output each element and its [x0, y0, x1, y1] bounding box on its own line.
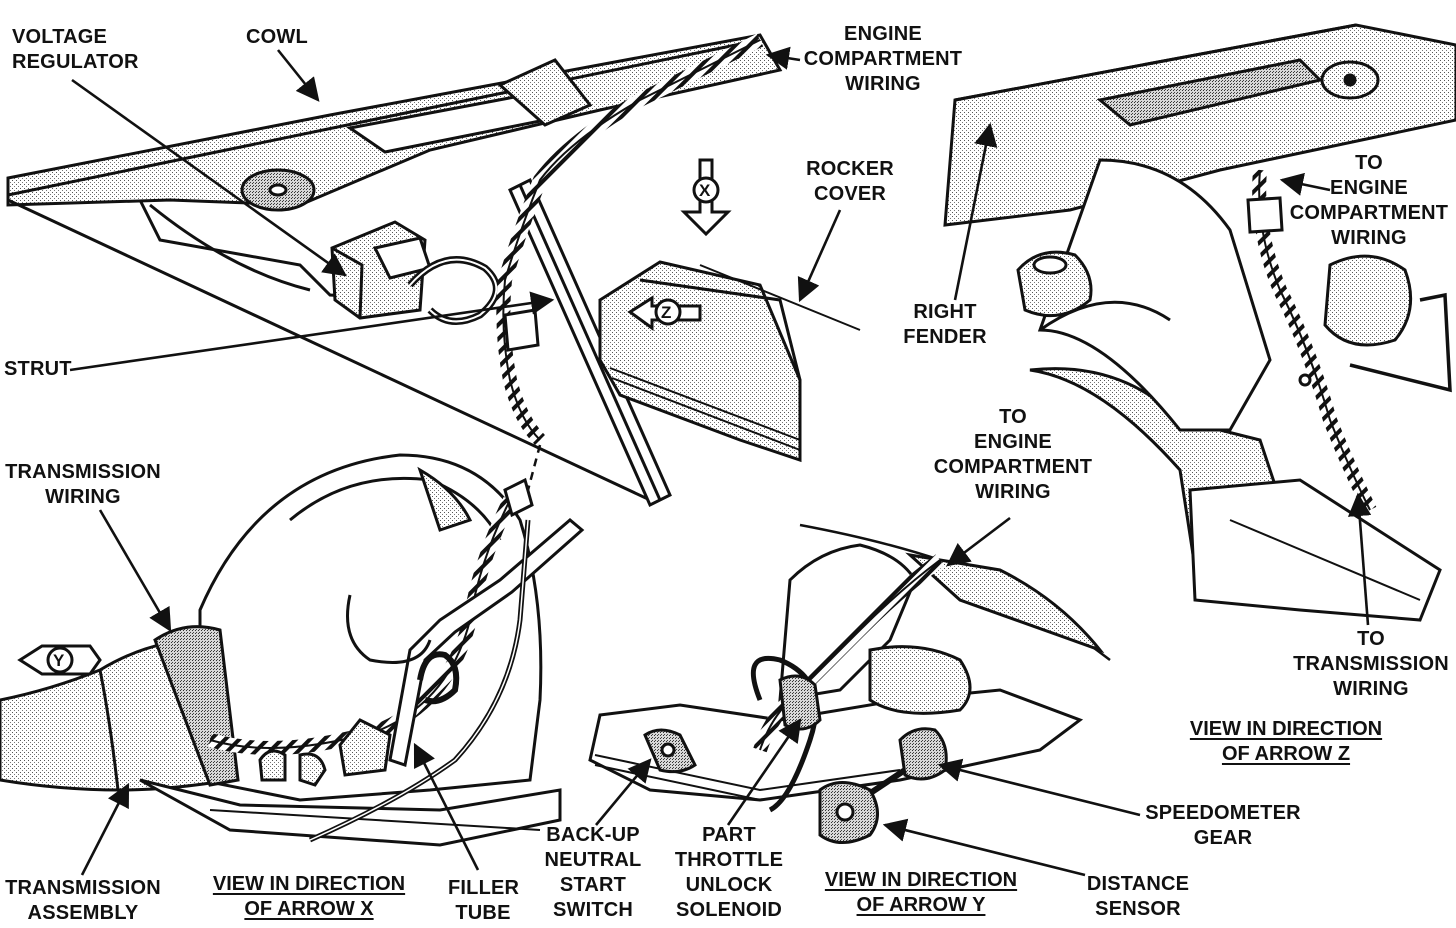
arrow-z-letter: Z [661, 303, 672, 322]
label-part-throttle-unlock-solenoid: PART THROTTLE UNLOCK SOLENOID [674, 824, 784, 921]
fender-slot [1096, 58, 1323, 127]
arrow-z-indicator [627, 295, 702, 331]
label-transmission-wiring: TRANSMISSION WIRING [5, 461, 161, 508]
fender-lower-edge [1188, 478, 1442, 622]
case-bulge [868, 645, 972, 715]
label-back-up-neutral-start-switch: BACK-UP NEUTRAL START SWITCH [544, 824, 642, 921]
sensor-pan [588, 688, 1084, 802]
dipstick-loop [417, 651, 460, 705]
caption-view-arrow-z: VIEW IN DIRECTION OF ARROW Z [1189, 718, 1383, 765]
label-speedometer-gear: SPEEDOMETER GEAR [1145, 802, 1301, 849]
dashed-harness-link [526, 444, 542, 491]
right-harness-connector [1246, 196, 1284, 234]
sensor-view [588, 523, 1111, 844]
label-to-transmission-wiring-right: TO TRANSMISSION WIRING [1293, 628, 1449, 700]
label-distance-sensor: DISTANCE SENSOR [1086, 873, 1190, 920]
cowl-top-edge [7, 38, 761, 197]
fender-view [943, 23, 1456, 622]
label-rocker-cover: ROCKER COVER [806, 158, 894, 205]
label-engine-compartment-wiring: ENGINE COMPARTMENT WIRING [803, 23, 963, 95]
cowl-bracket [497, 58, 593, 127]
firewall-diagonal [7, 198, 651, 502]
label-filler-tube: FILLER TUBE [448, 877, 520, 924]
shock-tower [1037, 158, 1272, 432]
arrow-y-letter: Y [53, 651, 65, 670]
arrow-x-letter: X [699, 181, 711, 200]
transmission-view [0, 453, 585, 847]
harness-connector-strut [503, 308, 540, 352]
harness-end-plug [503, 477, 534, 518]
label-right-fender: RIGHT FENDER [903, 301, 987, 348]
arrow-y-indicator [17, 644, 102, 676]
transmission-case [198, 453, 543, 802]
brake-line [1349, 292, 1452, 393]
label-cowl: COWL [246, 26, 308, 48]
cowl-view [6, 33, 861, 508]
transmission-pan [139, 778, 562, 847]
arrow-x-indicator [680, 158, 732, 237]
label-strut: STRUT [4, 358, 72, 380]
rear-boss [1323, 254, 1413, 347]
label-to-engine-compartment-wiring-right: TO ENGINE COMPARTMENT WIRING [1289, 152, 1449, 249]
label-transmission-assembly: TRANSMISSION ASSEMBLY [5, 877, 161, 924]
fender-side [149, 203, 311, 292]
label-to-engine-compartment-wiring-center: TO ENGINE COMPARTMENT WIRING [933, 406, 1093, 503]
sensor-housing-dark [905, 552, 1105, 654]
label-voltage-regulator: VOLTAGE REGULATOR [12, 26, 139, 73]
caption-view-arrow-y: VIEW IN DIRECTION OF ARROW Y [824, 869, 1018, 916]
speedometer-gear-body [898, 727, 948, 781]
inner-fender [1039, 300, 1171, 332]
leader-lines [69, 46, 1372, 877]
caption-view-arrow-x: VIEW IN DIRECTION OF ARROW X [212, 873, 406, 920]
